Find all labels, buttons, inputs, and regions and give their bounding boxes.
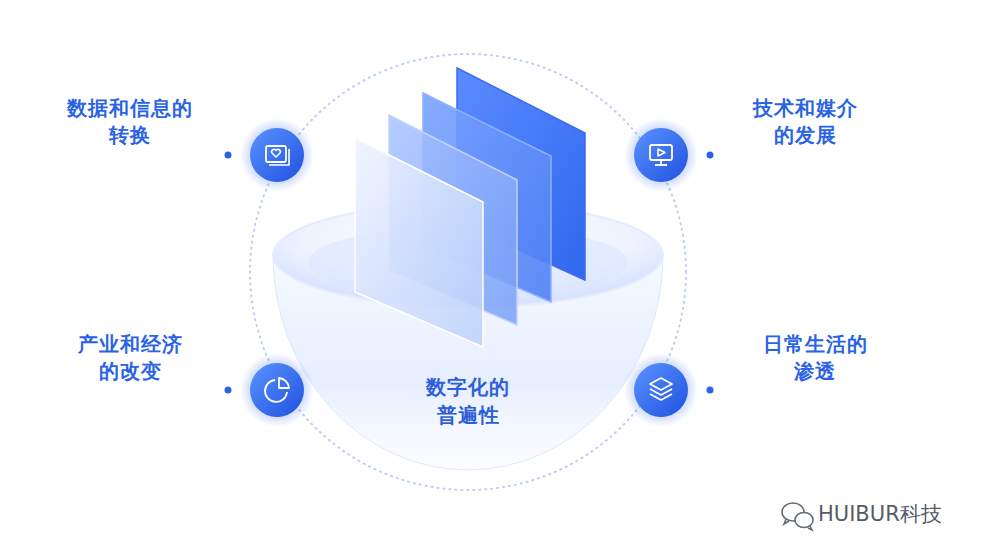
feature-label: 产业和经济 的改变 [76,331,184,385]
feature-label: 日常生活的 渗透 [761,331,869,385]
feature-label: 技术和媒介 的发展 [751,95,859,149]
watermark: HUIBUR科技 [818,500,942,528]
bowl-node: 数字化的 普遍性 [424,373,512,429]
feature-label: 数据和信息的 转换 [66,95,194,149]
center-title: 数字化的 普遍性 [424,373,512,429]
